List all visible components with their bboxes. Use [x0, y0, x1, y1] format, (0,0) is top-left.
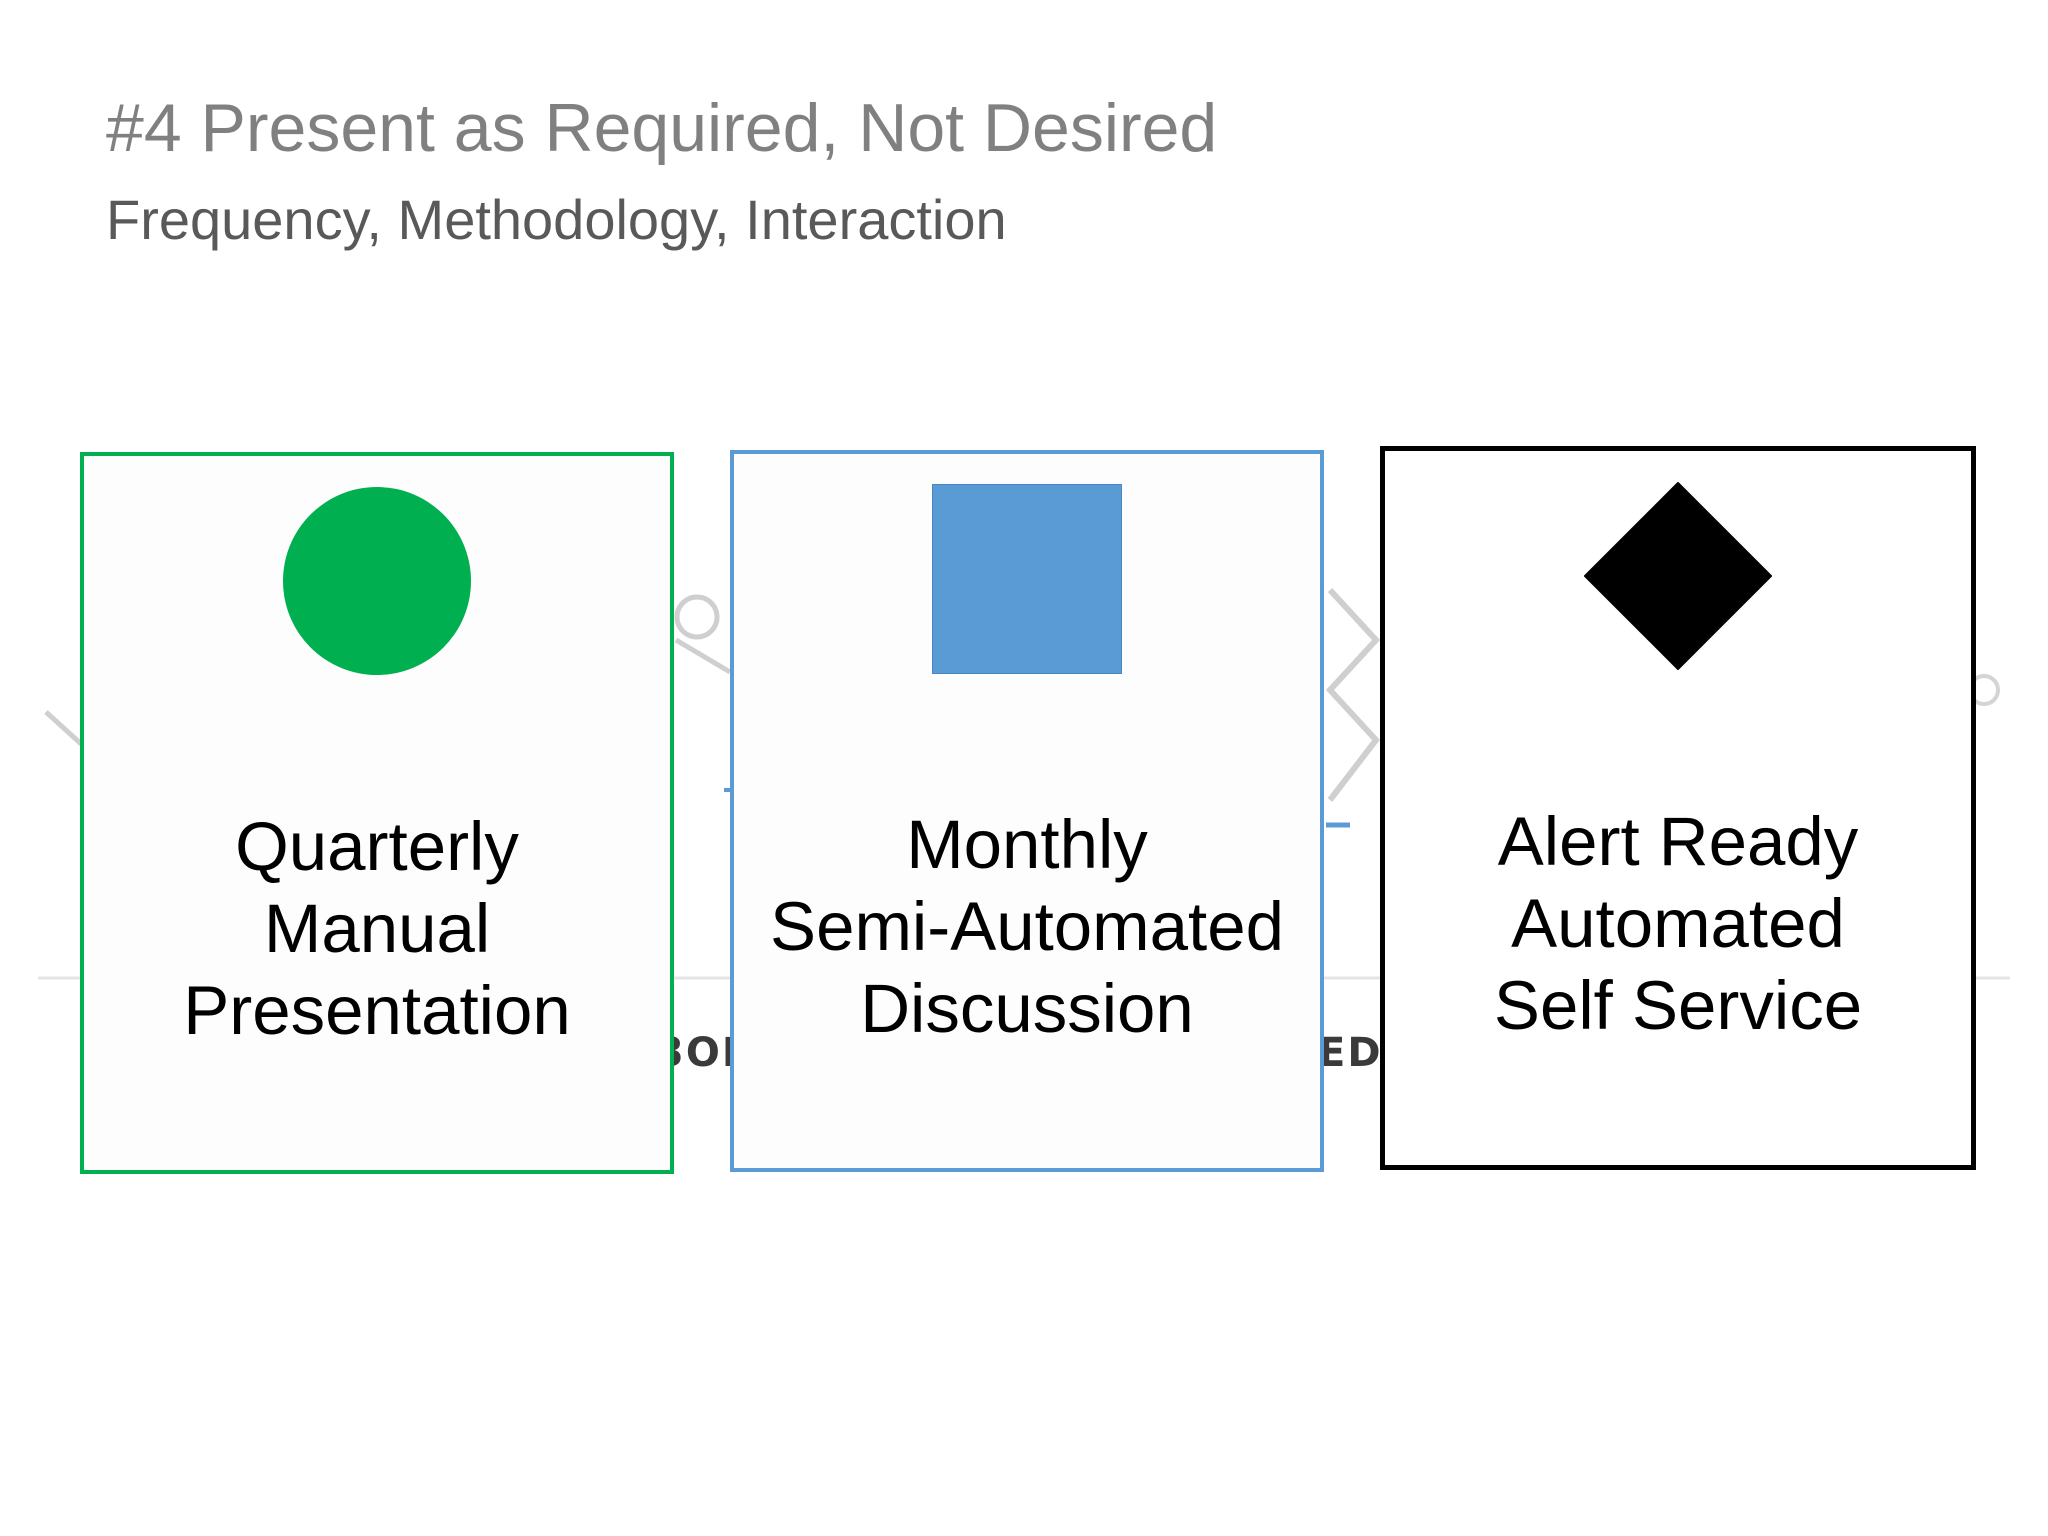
card-label-line: Self Service	[1493, 967, 1863, 1044]
blue-square-icon	[932, 484, 1122, 674]
slide-subtitle: Frequency, Methodology, Interaction	[106, 188, 1007, 251]
card-label-line: Quarterly	[235, 808, 519, 885]
card-quarterly-manual-presentation: Quarterly Manual Presentation	[80, 452, 674, 1174]
card-alert-ready-automated-self-service: Alert Ready Automated Self Service	[1380, 446, 1976, 1170]
card-label-line: Semi-Automated	[770, 888, 1284, 965]
card-label-line: Presentation	[183, 972, 571, 1049]
card-label-line: Alert Ready	[1497, 803, 1859, 880]
card-label-line: Discussion	[860, 970, 1194, 1047]
card-label-line: Monthly	[906, 806, 1148, 883]
card-label: Monthly Semi-Automated Discussion	[734, 804, 1320, 1050]
card-monthly-semi-automated-discussion: Monthly Semi-Automated Discussion	[730, 450, 1324, 1172]
card-label-line: Manual	[263, 890, 491, 967]
slide-title: #4 Present as Required, Not Desired	[106, 90, 1218, 166]
black-diamond-icon	[1584, 482, 1772, 670]
card-label-line: Automated	[1511, 885, 1845, 962]
card-label: Alert Ready Automated Self Service	[1385, 801, 1971, 1047]
green-circle-icon	[283, 487, 471, 675]
card-label: Quarterly Manual Presentation	[84, 806, 670, 1052]
